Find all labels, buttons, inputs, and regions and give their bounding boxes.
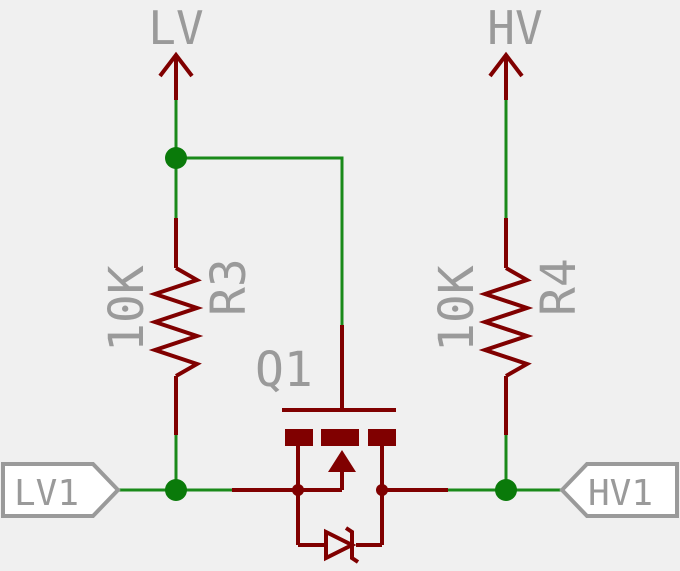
hv1-port-label: HV1 bbox=[588, 473, 653, 514]
junction-hv1-drain bbox=[495, 479, 517, 501]
mosfet-q1 bbox=[232, 325, 448, 564]
q1-drain-junction bbox=[376, 484, 388, 496]
q1-channel-source bbox=[285, 429, 313, 446]
hv-supply-label: HV bbox=[487, 1, 542, 55]
resistor-r3 bbox=[148, 218, 204, 435]
lv1-port: LV1 bbox=[1, 462, 121, 518]
hv-supply-symbol bbox=[488, 51, 524, 100]
q1-channel-drain bbox=[368, 429, 396, 446]
lv-supply-symbol bbox=[158, 51, 194, 100]
r4-ref-label: R4 bbox=[531, 258, 587, 316]
q1-diode-cathode-bar bbox=[344, 526, 360, 564]
q1-body-arrow-icon bbox=[328, 450, 356, 472]
q1-body-diode-icon bbox=[324, 528, 357, 562]
q1-channel-body bbox=[321, 429, 359, 446]
hv1-port-shape bbox=[559, 462, 679, 518]
q1-source-junction bbox=[292, 484, 304, 496]
r3-value-label: 10K bbox=[99, 265, 155, 352]
hv1-port: HV1 bbox=[559, 462, 679, 518]
lv-supply-label: LV bbox=[148, 1, 203, 55]
lv1-port-label: LV1 bbox=[14, 473, 79, 514]
resistor-r4 bbox=[478, 218, 534, 435]
q1-ref-label: Q1 bbox=[255, 342, 313, 398]
lv1-port-shape bbox=[1, 462, 121, 518]
r3-zigzag bbox=[148, 266, 204, 378]
junction-lv1-source bbox=[165, 479, 187, 501]
junction-lv-gate bbox=[165, 147, 187, 169]
r4-zigzag bbox=[478, 266, 534, 378]
r4-value-label: 10K bbox=[429, 265, 485, 352]
r3-ref-label: R3 bbox=[201, 258, 257, 316]
junctions bbox=[165, 147, 517, 501]
lv-supply-arrow bbox=[158, 51, 194, 78]
hv-supply-arrow bbox=[488, 51, 524, 78]
